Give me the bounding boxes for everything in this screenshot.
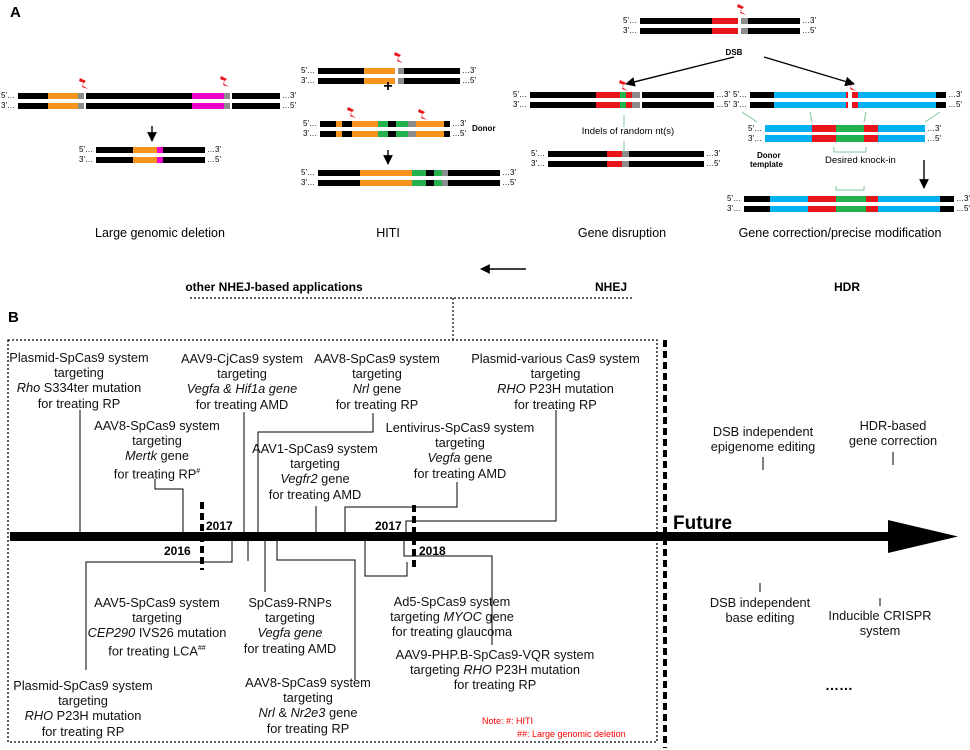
green-guides xyxy=(623,111,941,191)
svg-text:3'…: 3'… xyxy=(79,155,93,164)
panel-a-label: A xyxy=(10,4,21,21)
entry-myoc: Ad5-SpCas9 system targeting MYOC gene fo… xyxy=(390,594,514,640)
entry-various-cas9: Plasmid-various Cas9 system targeting RH… xyxy=(471,351,640,412)
donor-label: Donor xyxy=(472,124,496,133)
svg-text:3'…: 3'… xyxy=(513,100,527,109)
entry-rho-p23h: Plasmid-SpCas9 system targeting RHO P23H… xyxy=(13,678,153,739)
title-hiti: HITI xyxy=(376,226,400,240)
svg-text:5'…: 5'… xyxy=(531,149,545,158)
svg-text:…3': …3' xyxy=(462,66,476,75)
timeline-arrowhead xyxy=(888,520,958,553)
svg-text:…5': …5' xyxy=(502,178,516,187)
svg-text:5'…: 5'… xyxy=(1,91,15,100)
svg-text:3'…: 3'… xyxy=(531,159,545,168)
entry-vegfr2: AAV1-SpCas9 system targeting Vegfr2 gene… xyxy=(252,441,378,502)
category-other: other NHEJ-based applications xyxy=(185,280,363,294)
desired-knockin-label: Desired knock-in xyxy=(825,155,896,166)
dsb-bolts xyxy=(79,4,856,120)
svg-text:5'…: 5'… xyxy=(748,124,762,133)
year-2016: 2016 xyxy=(164,544,191,558)
category-hdr: HDR xyxy=(834,280,860,294)
entry-nrl-nr2e3: AAV8-SpCas9 system targeting Nrl & Nr2e3… xyxy=(245,675,371,736)
svg-text:5'…: 5'… xyxy=(727,194,741,203)
svg-text:…5': …5' xyxy=(716,100,730,109)
entry-lentivirus: Lentivirus-SpCas9 system targeting Vegfa… xyxy=(385,420,535,481)
svg-text:5'…: 5'… xyxy=(303,119,317,128)
svg-text:…3': …3' xyxy=(716,90,730,99)
donor-template-label-2: template xyxy=(750,160,783,169)
svg-text:…3': …3' xyxy=(956,194,970,203)
dsb-hdr-arrow xyxy=(763,56,855,87)
svg-text:3'…: 3'… xyxy=(303,129,317,138)
timeline-axis xyxy=(10,532,890,541)
svg-text:…3': …3' xyxy=(502,168,516,177)
leader-lines xyxy=(79,410,894,680)
svg-text:…3': …3' xyxy=(927,124,941,133)
indels-label: Indels of random nt(s) xyxy=(582,126,674,137)
entry-nrl: AAV8-SpCas9 system targeting Nrl gene fo… xyxy=(314,351,440,412)
year-2017b: 2017 xyxy=(375,519,402,533)
svg-text:5'…: 5'… xyxy=(733,90,747,99)
svg-text:…5': …5' xyxy=(948,100,962,109)
note-deletion: ##: Large genomic deletion xyxy=(517,729,626,739)
svg-text:…5': …5' xyxy=(282,101,296,110)
donor-template-label-1: Donor xyxy=(757,151,781,160)
dsb-nhej-arrow xyxy=(625,56,735,87)
dsb-label: DSB xyxy=(726,48,743,57)
svg-text:…5': …5' xyxy=(706,159,720,168)
svg-text:…5': …5' xyxy=(452,129,466,138)
svg-text:…3': …3' xyxy=(282,91,296,100)
svg-text:…5': …5' xyxy=(927,134,941,143)
plus-sign: + xyxy=(383,78,392,95)
future-inducible: Inducible CRISPR system xyxy=(828,608,932,639)
svg-text:…3': …3' xyxy=(706,149,720,158)
svg-text:5'…: 5'… xyxy=(301,168,315,177)
category-nhej: NHEJ xyxy=(595,280,627,294)
title-deletion: Large genomic deletion xyxy=(95,226,225,240)
svg-text:…3': …3' xyxy=(452,119,466,128)
svg-text:3'…: 3'… xyxy=(1,101,15,110)
title-correction: Gene correction/precise modification xyxy=(739,226,942,240)
future-base-editing: DSB independent base editing xyxy=(709,595,811,626)
year-2017a: 2017 xyxy=(206,519,233,533)
svg-text:…3': …3' xyxy=(948,90,962,99)
svg-text:…3': …3' xyxy=(207,145,221,154)
svg-text:3'…: 3'… xyxy=(623,26,637,35)
arrows xyxy=(147,56,929,274)
svg-text:…5': …5' xyxy=(802,26,816,35)
entry-cep290: AAV5-SpCas9 system targeting CEP290 IVS2… xyxy=(87,595,227,658)
svg-text:5'…: 5'… xyxy=(623,16,637,25)
entry-mertk: AAV8-SpCas9 system targeting Mertk gene … xyxy=(94,418,220,481)
entry-rho-s334ter: Plasmid-SpCas9 system targeting Rho S334… xyxy=(9,350,149,411)
entry-vqr: AAV9-PHP.B-SpCas9-VQR system targeting R… xyxy=(395,647,595,693)
svg-text:…5': …5' xyxy=(207,155,221,164)
svg-text:5'…: 5'… xyxy=(79,145,93,154)
svg-text:3'…: 3'… xyxy=(748,134,762,143)
dna-strands: 5'……3'3'……5'5'……3'3'……5'5'……3'3'……5'5'……… xyxy=(1,16,970,213)
svg-text:3'…: 3'… xyxy=(301,76,315,85)
svg-text:…5': …5' xyxy=(462,76,476,85)
svg-text:3'…: 3'… xyxy=(733,100,747,109)
svg-text:5'…: 5'… xyxy=(513,90,527,99)
entry-rnps: SpCas9-RNPs targeting Vegfa gene for tre… xyxy=(243,595,337,656)
year-2018: 2018 xyxy=(419,544,446,558)
note-hiti: Note: #: HITI xyxy=(482,716,533,726)
svg-text:…3': …3' xyxy=(802,16,816,25)
panel-b-label: B xyxy=(8,309,19,326)
future-hdr-correction: HDR-based gene correction xyxy=(848,418,938,449)
svg-text:3'…: 3'… xyxy=(727,204,741,213)
ellipsis: …… xyxy=(825,677,853,693)
future-label: Future xyxy=(673,513,732,534)
entry-cjcas9: AAV9-CjCas9 system targeting Vegfa & Hif… xyxy=(180,351,304,412)
svg-text:3'…: 3'… xyxy=(301,178,315,187)
future-epigenome: DSB independent epigenome editing xyxy=(710,424,816,455)
svg-text:5'…: 5'… xyxy=(301,66,315,75)
title-disruption: Gene disruption xyxy=(578,226,666,240)
svg-text:…5': …5' xyxy=(956,204,970,213)
